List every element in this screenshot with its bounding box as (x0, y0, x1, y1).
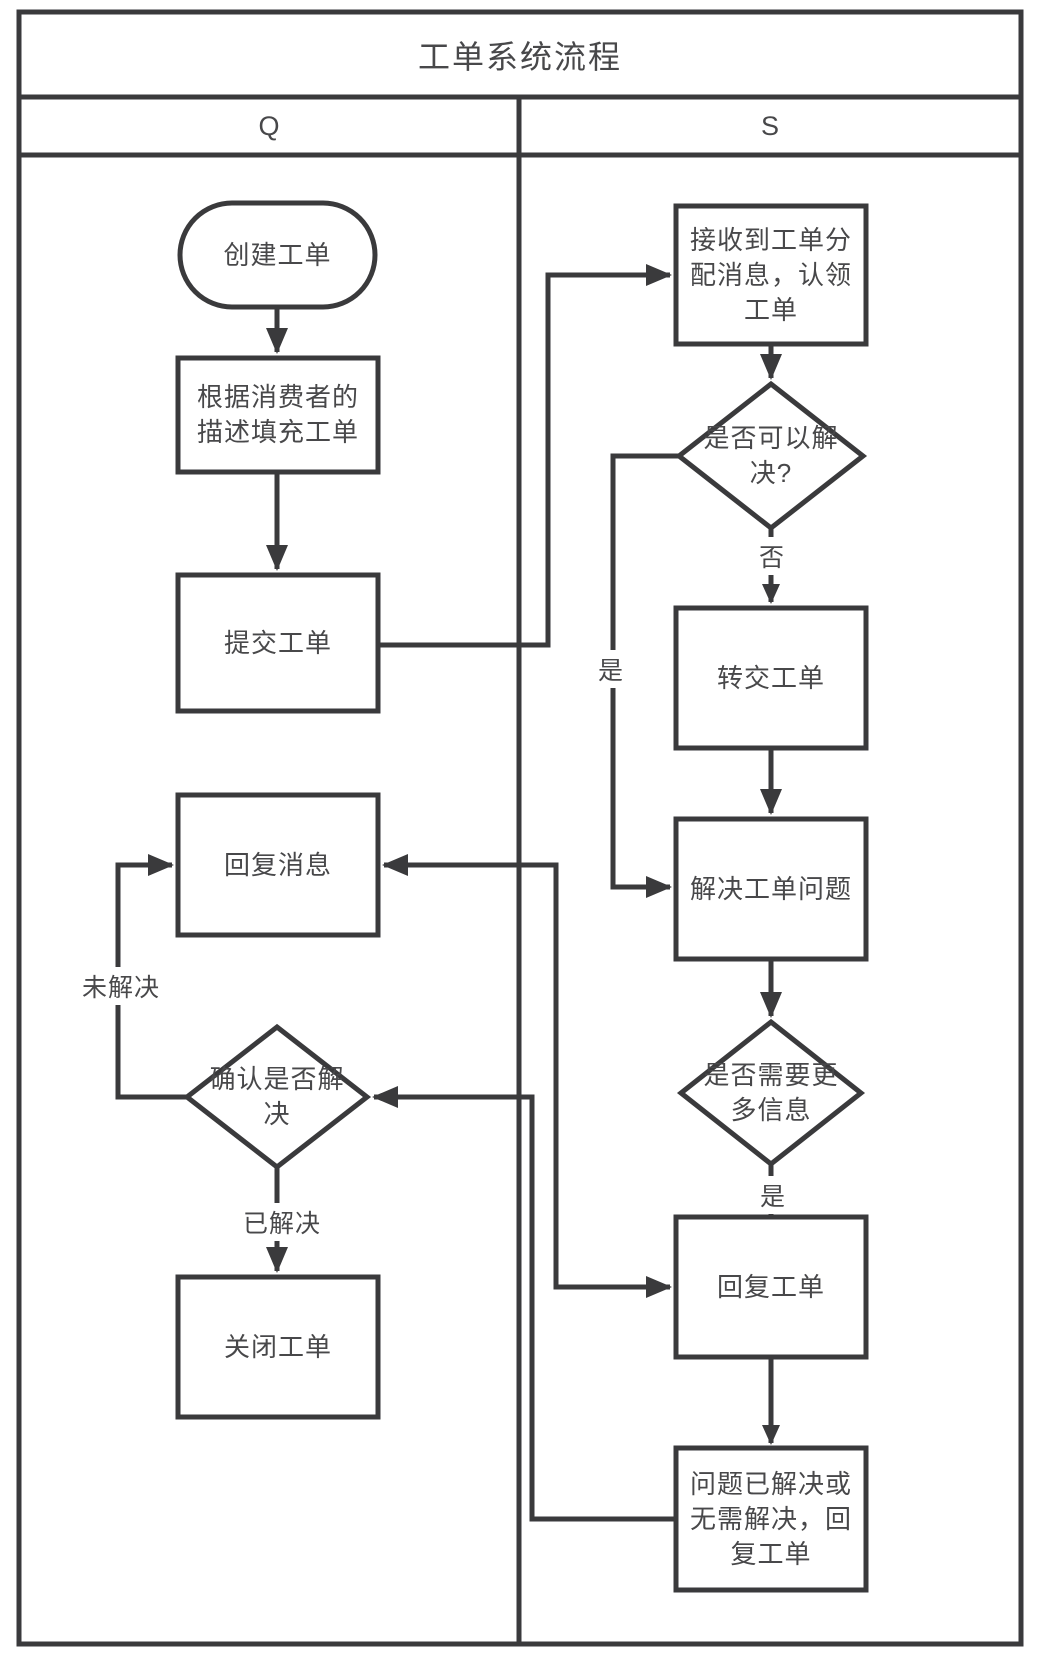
edge-submit-to-receive (378, 264, 672, 648)
create-ticket-shape (177, 200, 378, 310)
node-resolve-issue: 解决工单问题 (689, 873, 852, 904)
node-issue-resolved: 问题已解决或 无需解决，回 复工单 (689, 1468, 852, 1569)
need-more-info-shape (676, 1018, 866, 1168)
edge-label-resolved: 已解决 (238, 1203, 326, 1241)
edge-label-no: 否 (754, 537, 790, 575)
node-confirm-resolved: 确认是否解 决 (209, 1064, 345, 1129)
transfer-ticket-shape (673, 605, 869, 751)
lane-header-s: S (760, 110, 779, 141)
node-close-ticket: 关闭工单 (223, 1331, 332, 1362)
node-submit-ticket: 提交工单 (223, 627, 332, 658)
node-reply-message: 回复消息 (223, 849, 332, 880)
edge-label-yes-resolve: 是 (593, 650, 629, 688)
node-can-resolve: 是否可以解 决? (703, 423, 839, 488)
receive-ticket-shape (673, 203, 869, 347)
lane-header-q: Q (258, 110, 280, 141)
edge-label-unresolved: 未解决 (77, 967, 165, 1005)
node-fill-ticket: 根据消费者的 描述填充工单 (196, 382, 359, 447)
edge-label-yes-info: 是 (755, 1176, 791, 1214)
reply-message-shape (175, 792, 381, 938)
confirm-resolved-shape (182, 1023, 372, 1171)
edge-issueresolved-to-confirm (372, 1086, 676, 1522)
node-reply-ticket: 回复工单 (716, 1271, 825, 1302)
node-transfer-ticket: 转交工单 (716, 662, 825, 693)
chart-title: 工单系统流程 (417, 38, 622, 75)
node-receive-ticket: 接收到工单分 配消息，认领 工单 (689, 224, 852, 325)
close-ticket-shape (175, 1274, 381, 1420)
edge-replymessage-replyticket (382, 854, 672, 1298)
node-need-more-info: 是否需要更 多信息 (703, 1060, 839, 1125)
resolve-issue-shape (673, 816, 869, 962)
can-resolve-shape (674, 380, 868, 532)
submit-ticket-shape (175, 572, 381, 714)
node-create-ticket: 创建工单 (223, 239, 332, 270)
fill-ticket-shape (175, 355, 381, 475)
reply-ticket-shape (673, 1214, 869, 1360)
issue-resolved-shape (673, 1445, 869, 1593)
